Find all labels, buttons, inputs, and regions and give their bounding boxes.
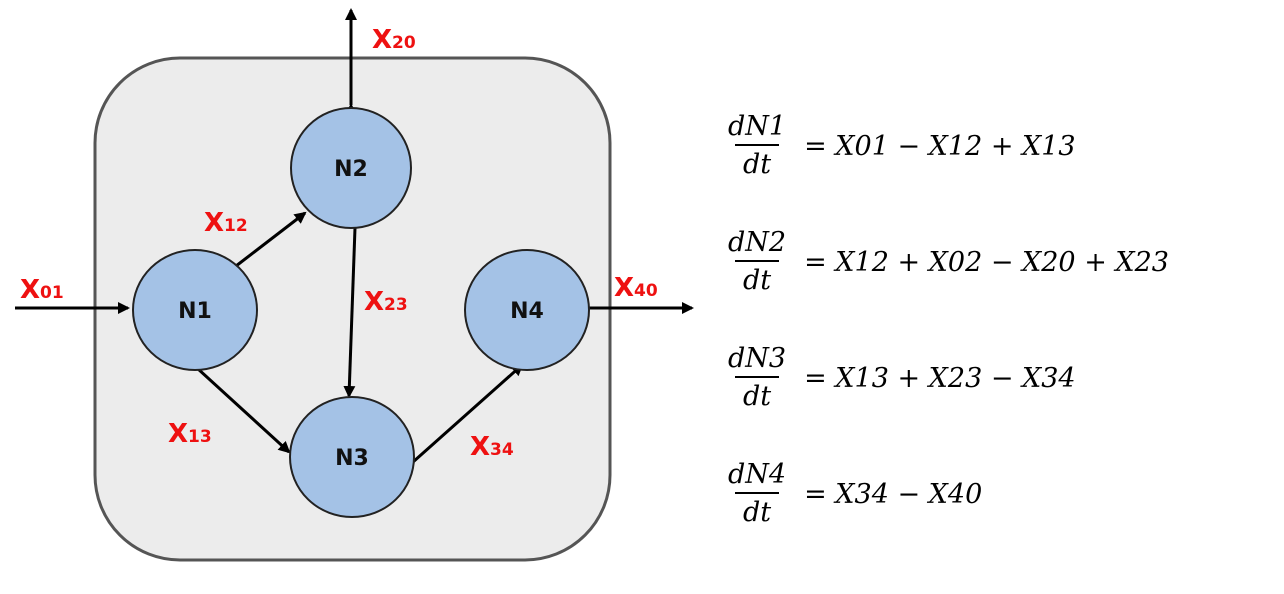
- compartment-diagram: N1 N2 N3 N4 X01 X20 X12 X13 X23 X34 X40: [15, 8, 694, 562]
- equation-dn4-fraction: dN4 dt: [722, 458, 792, 530]
- equation-dn2-fraction: dN2 dt: [722, 226, 792, 298]
- node-n3: N3: [289, 396, 415, 518]
- equation-dn4-denominator: dt: [734, 492, 780, 530]
- arrow-x34: [412, 363, 524, 464]
- equation-dn2: dN2 dt = X12 + X02 − X20 + X23: [722, 204, 1262, 320]
- equation-dn4-numerator: dN4: [728, 459, 787, 490]
- equation-dn2-rhs: = X12 + X02 − X20 + X23: [804, 246, 1169, 278]
- equation-dn4-rhs: = X34 − X40: [804, 478, 983, 510]
- flow-label-x01: X01: [20, 275, 64, 305]
- node-n2: N2: [290, 107, 412, 229]
- node-n2-label: N2: [334, 157, 368, 182]
- node-n4: N4: [464, 249, 590, 371]
- equation-dn3-fraction: dN3 dt: [722, 342, 792, 414]
- flow-label-x20: X20: [372, 25, 416, 55]
- node-n3-label: N3: [335, 446, 369, 471]
- arrow-x12: [235, 211, 307, 268]
- equation-dn3-numerator: dN3: [728, 343, 787, 374]
- equation-dn1: dN1 dt = X01 − X12 + X13: [722, 88, 1262, 204]
- equation-dn1-numerator: dN1: [728, 111, 787, 142]
- flow-label-x23: X23: [364, 287, 408, 317]
- equation-dn3-denominator: dt: [734, 376, 780, 414]
- arrow-x23: [343, 227, 357, 398]
- equations-panel: dN1 dt = X01 − X12 + X13 dN2 dt = X12 + …: [722, 88, 1262, 552]
- arrow-x13: [195, 366, 291, 454]
- flow-label-x13: X13: [168, 419, 212, 449]
- flow-label-x12: X12: [204, 208, 248, 238]
- node-n1-label: N1: [178, 299, 212, 324]
- equation-dn3: dN3 dt = X13 + X23 − X34: [722, 320, 1262, 436]
- equation-dn4: dN4 dt = X34 − X40: [722, 436, 1262, 552]
- equation-dn1-fraction: dN1 dt: [722, 110, 792, 182]
- equation-dn3-rhs: = X13 + X23 − X34: [804, 362, 1076, 394]
- equation-dn1-denominator: dt: [734, 144, 780, 182]
- equation-dn2-denominator: dt: [734, 260, 780, 298]
- equation-dn2-numerator: dN2: [728, 227, 787, 258]
- node-n4-label: N4: [510, 299, 544, 324]
- flow-label-x34: X34: [470, 432, 514, 462]
- flow-label-x40: X40: [614, 273, 658, 303]
- equation-dn1-rhs: = X01 − X12 + X13: [804, 130, 1076, 162]
- node-n1: N1: [132, 249, 258, 371]
